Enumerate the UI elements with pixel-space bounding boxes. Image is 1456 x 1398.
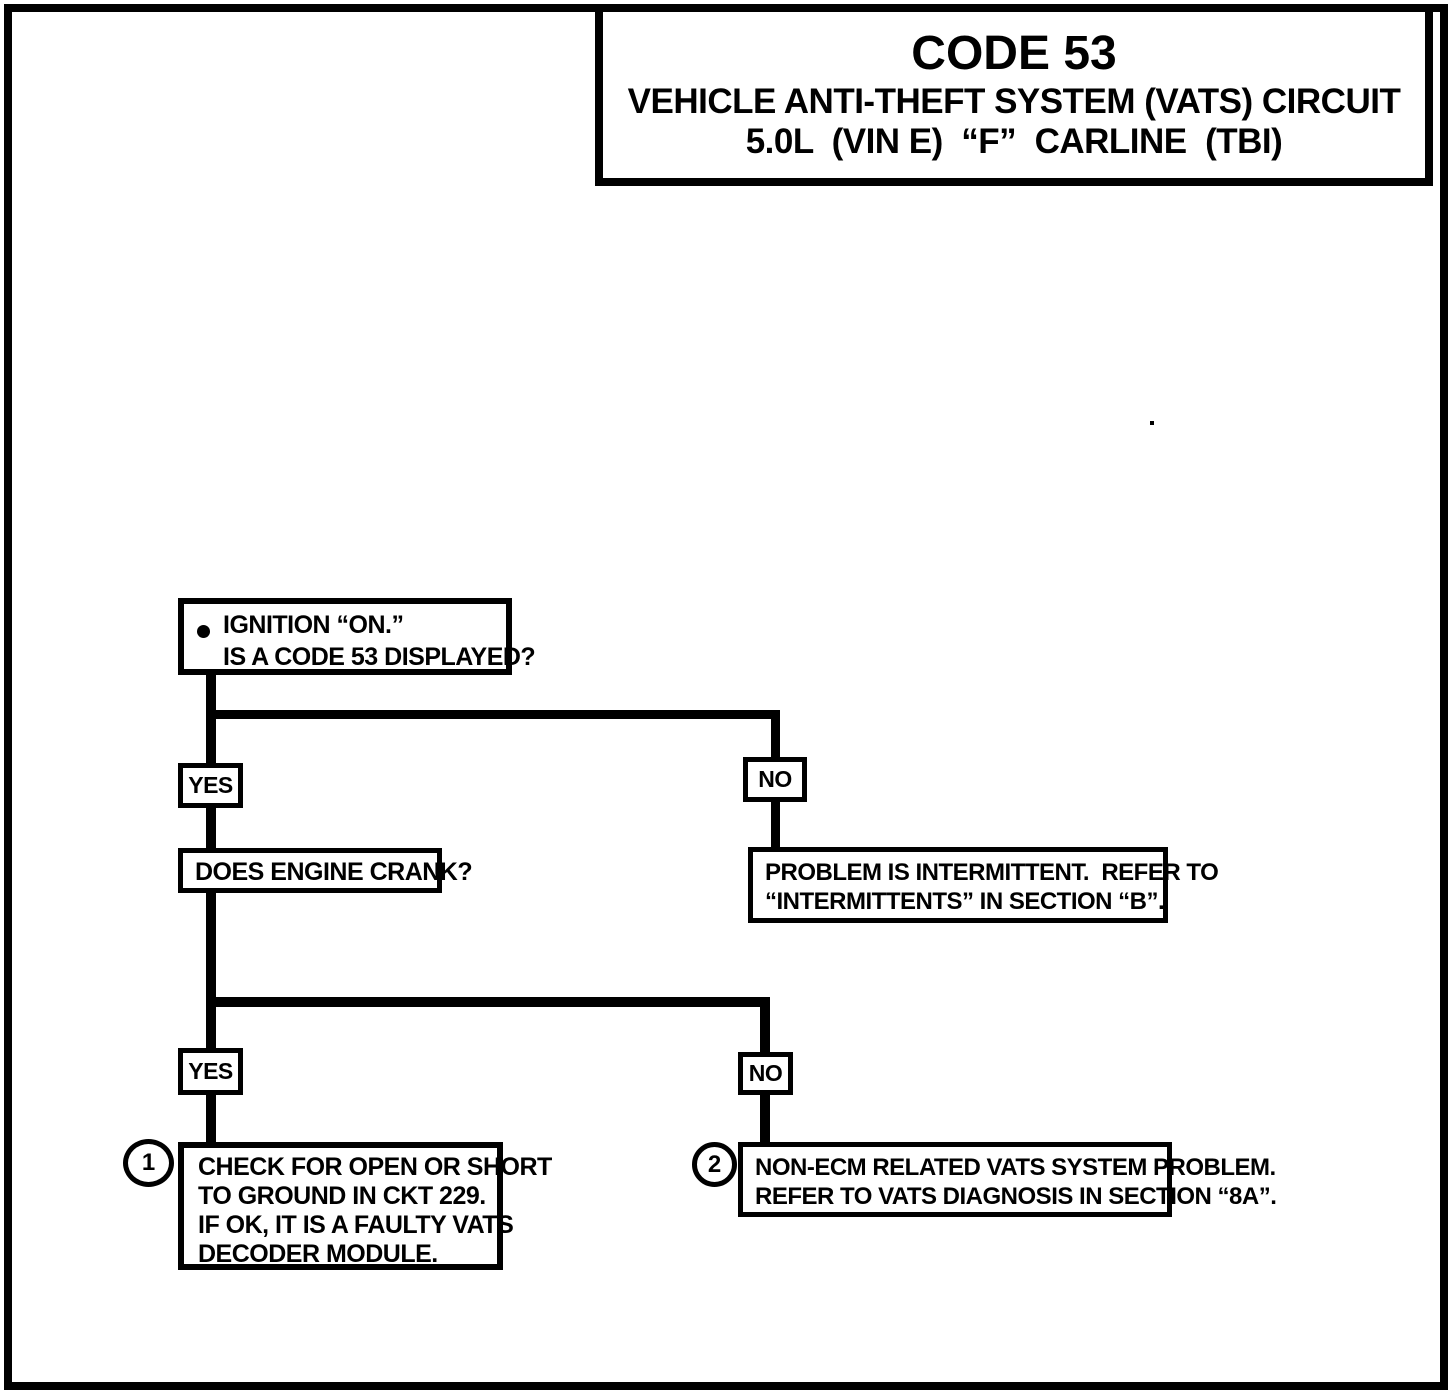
step-1-line1: CHECK FOR OPEN OR SHORT (198, 1153, 552, 1181)
step-2-line1: NON-ECM RELATED VATS SYSTEM PROBLEM. (755, 1154, 1276, 1181)
engine-crank-label: DOES ENGINE CRANK? (195, 858, 473, 886)
connector-line (760, 997, 770, 1055)
yes-1-label: YES (188, 772, 233, 798)
connector-line (771, 800, 780, 850)
start-line1: IGNITION “ON.” (223, 611, 404, 639)
page-title: CODE 53 (911, 27, 1117, 80)
connector-line (206, 997, 216, 1051)
page-subtitle-line1: VEHICLE ANTI-THEFT SYSTEM (VATS) CIRCUIT (627, 82, 1401, 121)
step-circle-1: 1 (123, 1139, 174, 1187)
step-1-line3: IF OK, IT IS A FAULTY VATS (198, 1211, 514, 1239)
connector-line (206, 710, 216, 766)
step-1-number: 1 (141, 1149, 156, 1176)
node-no-2: NO (738, 1052, 793, 1095)
step-1-line4: DECODER MODULE. (198, 1240, 438, 1268)
page-subtitle-line2: 5.0L (VIN E) “F” CARLINE (TBI) (745, 122, 1283, 161)
step-circle-2: 2 (692, 1142, 737, 1187)
yes-2-label: YES (188, 1058, 233, 1084)
connector-line (206, 891, 216, 1007)
node-check-ckt229: CHECK FOR OPEN OR SHORT TO GROUND IN CKT… (178, 1142, 552, 1270)
node-engine-crank: DOES ENGINE CRANK? (178, 848, 473, 893)
node-yes-2: YES (178, 1048, 243, 1095)
connector-line (771, 710, 780, 760)
scan-speck (1150, 421, 1154, 425)
intermittent-line2: “INTERMITTENTS” IN SECTION “B”. (765, 888, 1165, 915)
step-2-number: 2 (707, 1150, 722, 1178)
step-2-line2: REFER TO VATS DIAGNOSIS IN SECTION “8A”. (755, 1183, 1277, 1210)
no-2-label: NO (748, 1060, 783, 1086)
step-1-line2: TO GROUND IN CKT 229. (198, 1182, 486, 1210)
node-yes-1: YES (178, 763, 243, 808)
connector-line (760, 1093, 770, 1145)
connector-line (206, 806, 216, 851)
connector-line (206, 672, 216, 718)
title-box: CODE 53 VEHICLE ANTI-THEFT SYSTEM (VATS)… (595, 4, 1433, 186)
node-start: IGNITION “ON.” IS A CODE 53 DISPLAYED? (178, 598, 536, 675)
start-line2: IS A CODE 53 DISPLAYED? (223, 643, 536, 671)
intermittent-line1: PROBLEM IS INTERMITTENT. REFER TO (765, 859, 1219, 886)
connector-line (206, 997, 770, 1007)
bullet-icon (197, 625, 210, 638)
node-no-1: NO (743, 757, 807, 802)
connector-line (206, 710, 780, 719)
connector-line (206, 1093, 216, 1145)
node-non-ecm: NON-ECM RELATED VATS SYSTEM PROBLEM. REF… (738, 1142, 1277, 1217)
node-intermittent: PROBLEM IS INTERMITTENT. REFER TO “INTER… (748, 847, 1219, 923)
no-1-label: NO (758, 766, 792, 792)
